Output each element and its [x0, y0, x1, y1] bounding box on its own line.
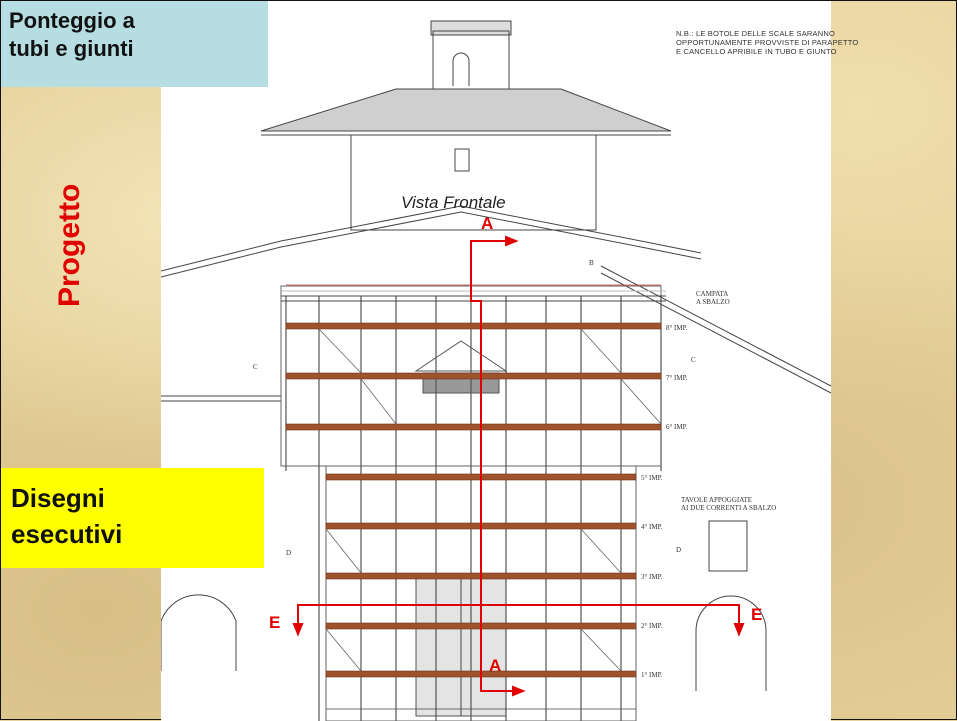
mark-c-left: C	[253, 363, 258, 371]
slide-title-box: Ponteggio a tubi e giunti	[1, 1, 268, 87]
section-label-box: Disegni esecutivi	[1, 468, 264, 568]
section-mark-a-top: A	[481, 214, 494, 233]
level-label-3: 3° IMP.	[641, 573, 663, 581]
note-line-2: OPPORTUNAMENTE PROVVISTE DI PARAPETTO	[676, 38, 859, 47]
level-label-1: 1° IMP.	[641, 671, 663, 679]
boards-label: TAVOLE APPOGGIATE AI DUE CORRENTI A SBAL…	[681, 496, 776, 512]
boards-label-line-1: TAVOLE APPOGGIATE	[681, 496, 753, 504]
section-label-line-1: Disegni	[11, 483, 105, 513]
note-line-1: N.B.: LE BOTOLE DELLE SCALE SARANNO	[676, 29, 835, 38]
mark-b: B	[589, 259, 594, 267]
mark-d-right: D	[676, 546, 682, 554]
section-mark-e-left: E	[269, 613, 281, 632]
cantilever-label-line-2: A SBALZO	[696, 298, 730, 306]
section-mark-a-bottom: A	[489, 656, 502, 675]
level-label-5: 5° IMP.	[641, 474, 663, 482]
cantilever-label: CAMPATA A SBALZO	[696, 290, 730, 306]
level-label-7: 7° IMP.	[666, 374, 688, 382]
slide-title-line-2: tubi e giunti	[9, 36, 134, 61]
vertical-label: Progetto	[53, 183, 86, 307]
section-label-line-2: esecutivi	[11, 519, 123, 549]
view-title: Vista Frontale	[401, 193, 506, 212]
cantilever-label-line-1: CAMPATA	[696, 290, 729, 298]
level-label-6: 6° IMP.	[666, 423, 688, 431]
level-label-4: 4° IMP.	[641, 523, 663, 531]
facade-drawing-svg	[161, 20, 831, 721]
level-label-2: 2° IMP.	[641, 622, 663, 630]
facade-drawing: N.B.: LE BOTOLE DELLE SCALE SARANNO OPPO…	[161, 1, 858, 721]
note-line-3: E CANCELLO APRIBILE IN TUBO E GIUNTO	[676, 47, 837, 56]
mark-d-left: D	[286, 549, 292, 557]
drawing-note: N.B.: LE BOTOLE DELLE SCALE SARANNO OPPO…	[676, 29, 957, 56]
level-label-8: 8° IMP.	[666, 324, 688, 332]
mark-c-right: C	[691, 356, 696, 364]
slide-title-line-1: Ponteggio a	[9, 8, 135, 33]
section-mark-e-right: E	[751, 605, 763, 624]
boards-label-line-2: AI DUE CORRENTI A SBALZO	[681, 504, 777, 512]
